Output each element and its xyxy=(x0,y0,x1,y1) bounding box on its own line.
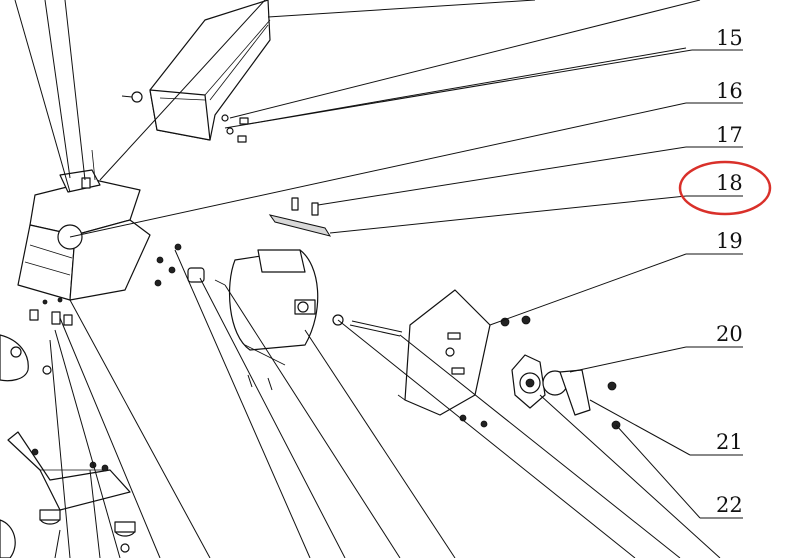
callout-label: 17 xyxy=(716,123,743,147)
callout-label: 22 xyxy=(716,493,743,517)
spacer-bushing xyxy=(187,267,226,286)
callout-17: 17 xyxy=(716,123,743,147)
callout-label: 19 xyxy=(716,229,743,253)
callout-18: 18 xyxy=(678,160,772,216)
callout-16: 16 xyxy=(716,79,743,103)
leader-lines xyxy=(14,0,743,558)
callout-22: 22 xyxy=(716,493,743,517)
callout-label: 21 xyxy=(716,430,743,454)
discharge-chute xyxy=(149,0,271,141)
callout-label: 20 xyxy=(716,322,743,346)
frame-fragment-left xyxy=(0,334,29,382)
cutting-blade xyxy=(268,214,332,237)
housing-hardware xyxy=(29,297,73,375)
cover-nuts xyxy=(607,381,621,430)
bolts-center-left xyxy=(154,243,182,287)
rubber-mounts xyxy=(0,509,136,558)
chute-bolts xyxy=(121,91,249,143)
callout-21: 21 xyxy=(716,430,743,454)
callout-label: 16 xyxy=(716,79,743,103)
callout-label: 18 xyxy=(716,171,743,195)
callout-19: 19 xyxy=(716,229,743,253)
callout-label: 15 xyxy=(716,26,743,50)
side-plate xyxy=(397,289,491,416)
rotor-drum xyxy=(228,249,319,366)
callout-15: 15 xyxy=(716,26,743,50)
flange-bearing xyxy=(511,354,546,409)
cutter-housing xyxy=(17,149,151,301)
rotor-bolts xyxy=(247,374,273,391)
blade-bolts xyxy=(291,197,319,216)
mounting-bracket xyxy=(7,431,131,511)
highlight-circle xyxy=(678,160,772,216)
shaft xyxy=(349,320,403,337)
callout-20: 20 xyxy=(716,322,743,346)
bearing-cover xyxy=(542,369,591,416)
